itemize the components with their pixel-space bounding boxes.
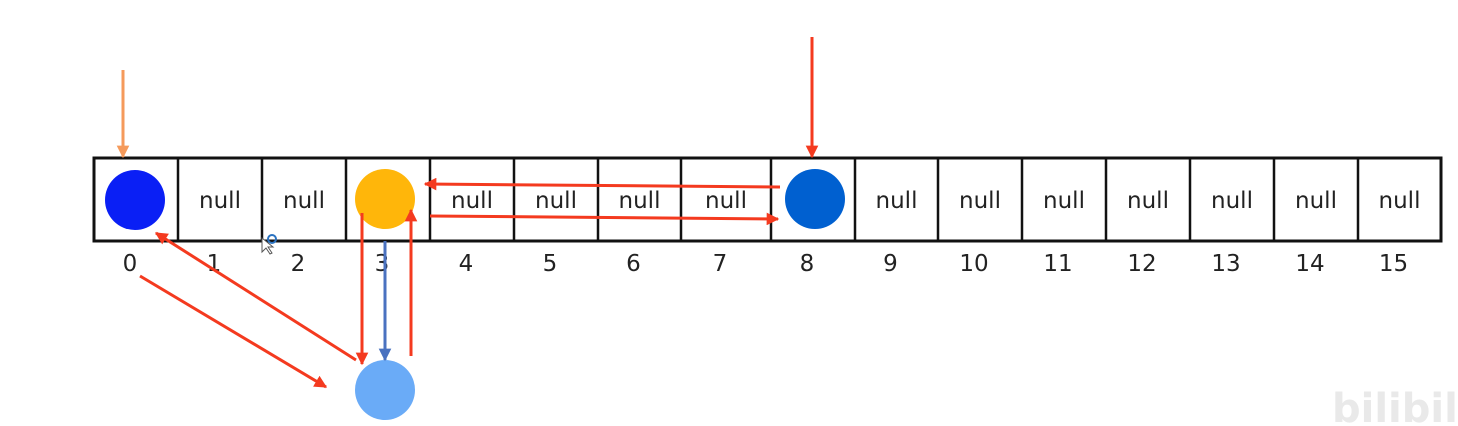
index-label-15: 15 (1379, 251, 1408, 277)
cell-10-value: null (959, 188, 1001, 214)
index-label-4: 4 (459, 251, 474, 277)
index-label-12: 12 (1127, 251, 1156, 277)
index-label-10: 10 (959, 251, 988, 277)
arrow-node-to-slot0 (154, 231, 357, 362)
arrow-slot0-to-node (139, 274, 328, 389)
index-label-14: 14 (1295, 251, 1324, 277)
cell-13-value: null (1211, 188, 1253, 214)
index-label-2: 2 (291, 251, 306, 277)
cell-14-value: null (1295, 188, 1337, 214)
index-label-0: 0 (123, 251, 138, 277)
arrow-slot8-to-slot3 (423, 177, 781, 191)
nodes (105, 169, 845, 420)
array-grid (92, 156, 1443, 243)
index-label-11: 11 (1043, 251, 1072, 277)
arrows (116, 37, 819, 389)
node-slot-3 (355, 169, 415, 229)
cell-7-value: null (705, 188, 747, 214)
array-outline (92, 156, 1443, 243)
index-label-3: 3 (375, 251, 390, 277)
cell-6-value: null (619, 188, 661, 214)
arrow-slot3-to-slot8 (429, 212, 780, 226)
cell-15-value: null (1379, 188, 1421, 214)
cell-1-value: null (199, 188, 241, 214)
cell-11-value: null (1043, 188, 1085, 214)
index-label-5: 5 (543, 251, 558, 277)
cell-12-value: null (1127, 188, 1169, 214)
index-label-8: 8 (800, 251, 815, 277)
cell-2-value: null (283, 188, 325, 214)
node-below-slot-3 (355, 360, 415, 420)
node-slot-8 (785, 169, 845, 229)
index-label-6: 6 (626, 251, 641, 277)
index-label-13: 13 (1211, 251, 1240, 277)
mouse-cursor-icon (261, 234, 277, 255)
index-label-7: 7 (713, 251, 728, 277)
cell-4-value: null (451, 188, 493, 214)
node-slot-0 (105, 170, 165, 230)
index-label-9: 9 (883, 251, 898, 277)
cell-5-value: null (535, 188, 577, 214)
array-cell-labels: null null null null null null null null null null… (199, 188, 1420, 214)
watermark-logo: bilibili (1332, 386, 1458, 426)
cell-9-value: null (876, 188, 918, 214)
